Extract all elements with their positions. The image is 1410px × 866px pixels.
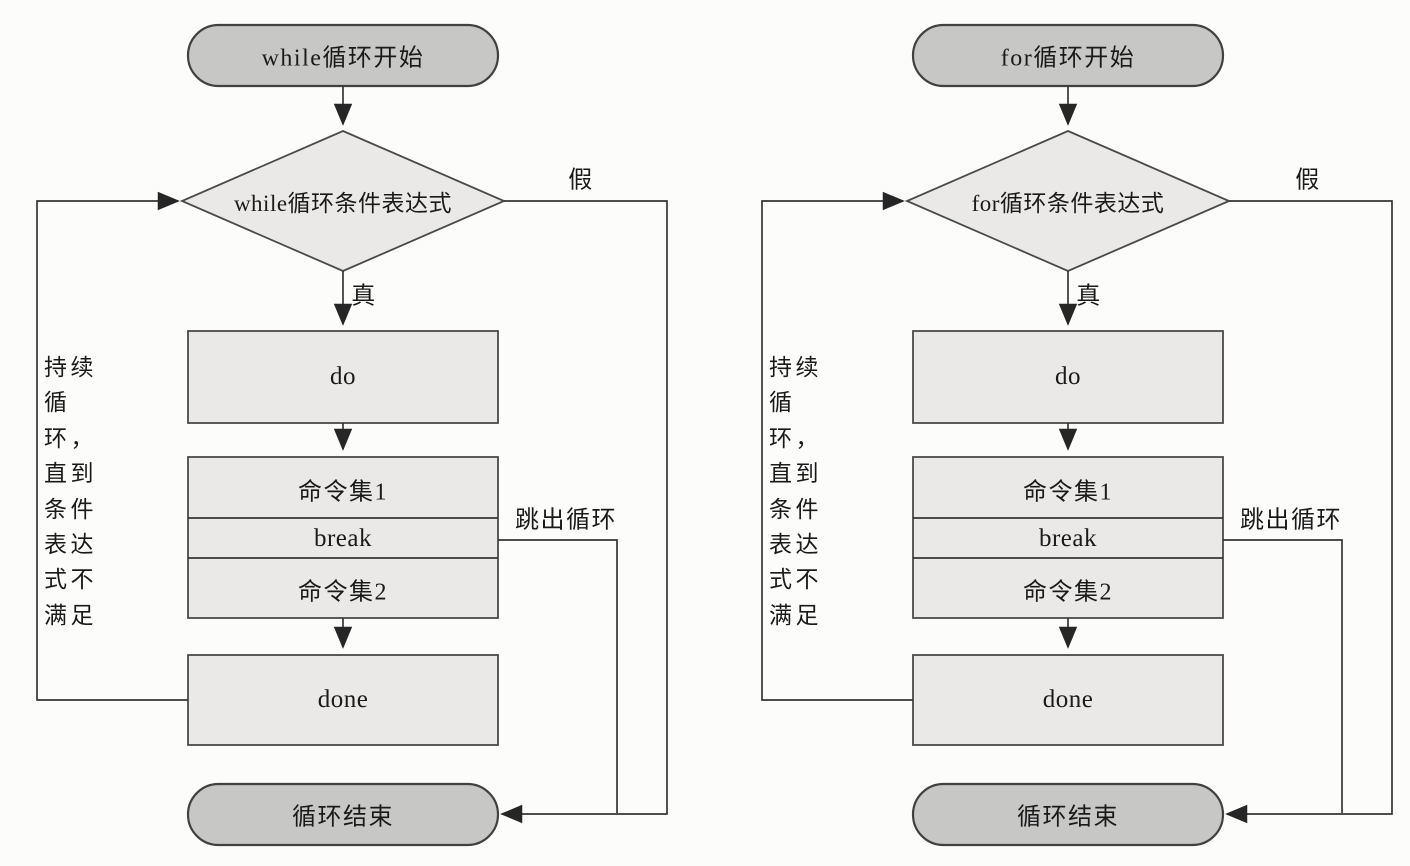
for-break-label: break <box>1038 525 1098 552</box>
for-end-terminal-label: 循环结束 <box>1017 804 1119 831</box>
for-start-terminal-label: for循环开始 <box>1000 45 1136 72</box>
while-start-terminal-label: while循环开始 <box>261 45 425 72</box>
for-side-note: 持续 循环， 直到 条件 表达 式不 满足 <box>769 355 822 628</box>
while-done-label: done <box>317 686 369 713</box>
for-false-edge-label: 假 <box>1295 167 1321 194</box>
for-true-edge-label: 真 <box>1076 283 1102 310</box>
while-commands2-label: 命令集2 <box>298 579 388 606</box>
while-break-out-label: 跳出循环 <box>515 507 617 534</box>
while-end-terminal-label: 循环结束 <box>292 804 394 831</box>
while-true-edge-label: 真 <box>351 283 377 310</box>
while-break-label: break <box>313 525 373 552</box>
for-break-out-label: 跳出循环 <box>1240 507 1342 534</box>
for-commands2-label: 命令集2 <box>1023 579 1113 606</box>
for-condition-label: for循环条件表达式 <box>971 191 1165 216</box>
while-condition-label: while循环条件表达式 <box>233 191 453 216</box>
while-false-edge-label: 假 <box>568 167 594 194</box>
while-side-note: 持续 循环， 直到 条件 表达 式不 满足 <box>44 355 97 628</box>
for-done-label: done <box>1042 686 1094 713</box>
for-commands1-label: 命令集1 <box>1023 479 1113 506</box>
while-commands1-label: 命令集1 <box>298 479 388 506</box>
while-do-label: do <box>330 363 356 390</box>
for-do-label: do <box>1055 363 1081 390</box>
